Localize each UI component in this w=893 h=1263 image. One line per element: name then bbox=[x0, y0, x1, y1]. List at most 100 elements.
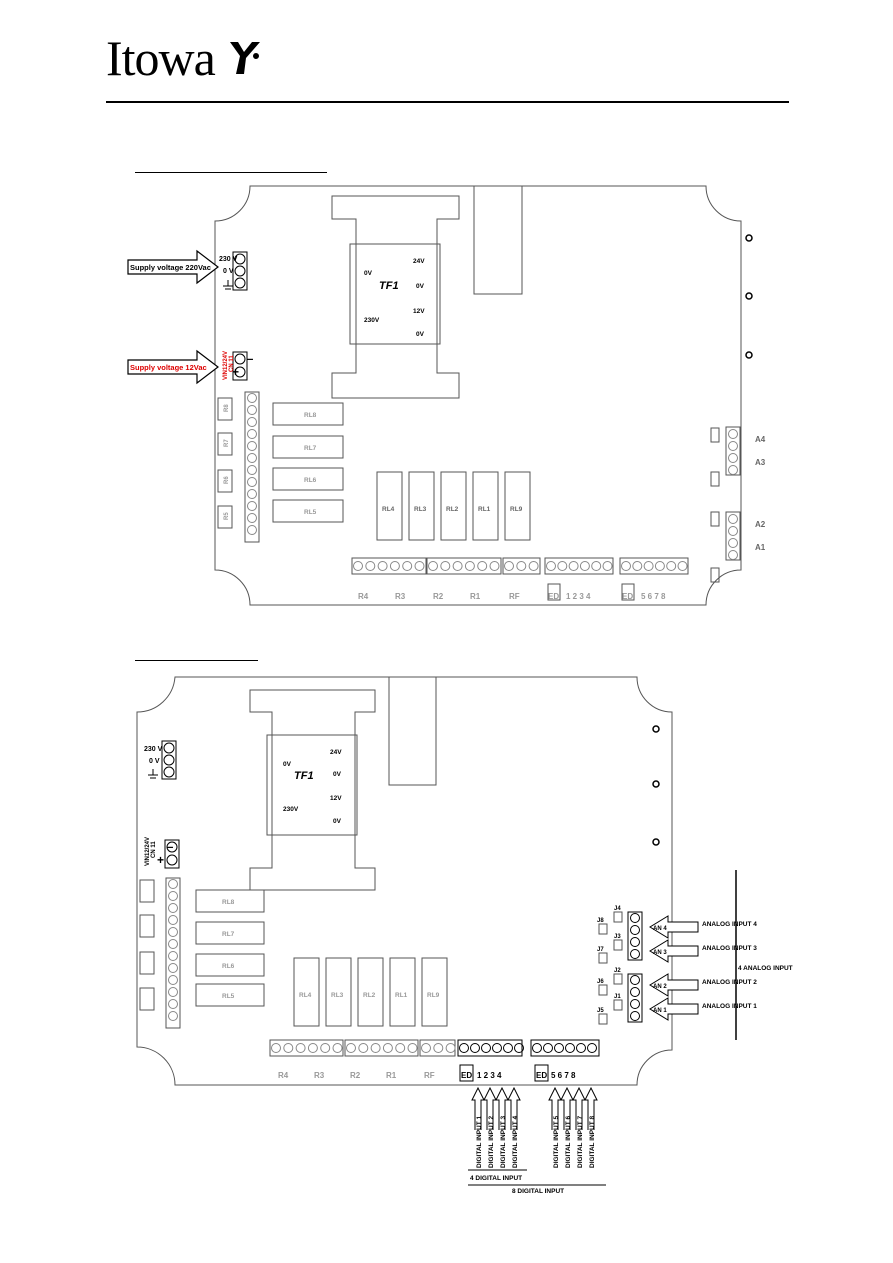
terminal-screw bbox=[576, 1043, 586, 1053]
terminal-screw bbox=[728, 514, 738, 524]
analog-short-label: A1 bbox=[755, 543, 766, 552]
tf-230v: 230V bbox=[283, 806, 299, 813]
terminal-screw bbox=[247, 513, 257, 523]
transformer-body-1 bbox=[349, 243, 441, 345]
terminal-screw bbox=[591, 561, 602, 571]
digital-input-label: DIGITAL INPUT 2 bbox=[488, 1115, 495, 1168]
output-group-label: RF bbox=[509, 592, 520, 601]
vin-sub-label: CN 11 bbox=[151, 841, 157, 858]
terminal-screw bbox=[557, 561, 568, 571]
vin-label: VIN12/24V bbox=[145, 837, 151, 866]
analog-arrow-1 bbox=[649, 997, 699, 1021]
terminal-screw bbox=[516, 561, 527, 571]
digital-input-arrow bbox=[572, 1086, 586, 1130]
terminal-screw bbox=[271, 1043, 281, 1053]
terminal-screw bbox=[630, 913, 640, 923]
terminal-screw bbox=[459, 1043, 469, 1053]
jumper-label: J5 bbox=[597, 1008, 604, 1014]
digital-group8-label: 8 DIGITAL INPUT bbox=[512, 1188, 564, 1195]
relay-label: RL2 bbox=[446, 506, 459, 513]
jumper-label: J7 bbox=[597, 947, 604, 953]
transformer-label-1: TF1 bbox=[379, 280, 399, 292]
terminal-screw bbox=[546, 561, 556, 571]
relay-label: RL2 bbox=[363, 992, 376, 999]
terminal-screw bbox=[677, 561, 688, 571]
digital-input-arrow bbox=[584, 1086, 598, 1130]
terminal-screw bbox=[477, 561, 488, 571]
terminal-screw bbox=[504, 561, 514, 571]
digital-input-arrow bbox=[483, 1086, 497, 1130]
terminal-0v-label: 0 V bbox=[149, 758, 160, 765]
terminal-230-label: 230 V bbox=[144, 746, 163, 753]
section-title-underline-1 bbox=[135, 172, 327, 173]
digital-input-arrow bbox=[471, 1086, 485, 1130]
terminal-screw bbox=[377, 561, 388, 571]
relay-label: RL8 bbox=[222, 899, 235, 906]
terminal-screw bbox=[433, 1043, 444, 1053]
terminal-screw bbox=[514, 1043, 524, 1053]
board-2-outline bbox=[136, 676, 673, 1086]
terminal-screw bbox=[402, 561, 413, 571]
terminal-230-label: 230 V bbox=[219, 256, 238, 263]
output-group-label: R4 bbox=[278, 1071, 289, 1080]
terminal-screw bbox=[332, 1043, 343, 1053]
relay-side-label: R8 bbox=[224, 404, 230, 412]
terminal-screw bbox=[168, 975, 178, 985]
jumper-label: J6 bbox=[597, 979, 604, 985]
digital-input-label: DIGITAL INPUT 5 bbox=[553, 1115, 560, 1168]
terminal-screw bbox=[728, 550, 738, 560]
relay-side-label: R7 bbox=[224, 439, 230, 447]
an-label: AN 3 bbox=[653, 950, 667, 956]
relay-label: RL1 bbox=[478, 506, 491, 513]
terminal-screw bbox=[346, 1043, 356, 1053]
terminal-screw bbox=[389, 561, 400, 571]
digits-label: 5 6 7 8 bbox=[641, 592, 666, 601]
terminal-screw bbox=[395, 1043, 406, 1053]
supply-12-label: Supply voltage 12Vac bbox=[130, 363, 207, 372]
relay-label: RL5 bbox=[304, 509, 317, 516]
tf-0v-right: 0V bbox=[333, 771, 342, 778]
terminal-screw bbox=[481, 1043, 491, 1053]
svg-text:+: + bbox=[232, 365, 239, 379]
relay-label: RL4 bbox=[382, 506, 395, 513]
terminal-screw bbox=[528, 561, 539, 571]
terminal-screw bbox=[630, 925, 640, 935]
svg-text:−: − bbox=[247, 354, 253, 366]
supply-220-label: Supply voltage 220Vac bbox=[130, 263, 211, 272]
terminal-screw bbox=[666, 561, 677, 571]
terminal-screw bbox=[353, 561, 363, 571]
board-1-outline bbox=[214, 185, 742, 606]
relay-label: RL4 bbox=[299, 992, 312, 999]
mount-hole bbox=[652, 725, 660, 733]
terminal-screw bbox=[247, 501, 257, 511]
digital-group4-label: 4 DIGITAL INPUT bbox=[470, 1175, 522, 1182]
terminal-0v-label: 0 V bbox=[223, 268, 234, 275]
terminal-screw bbox=[543, 1043, 553, 1053]
digital-input-label: DIGITAL INPUT 8 bbox=[589, 1115, 596, 1168]
tf-230v: 230V bbox=[364, 317, 380, 324]
mount-hole bbox=[745, 351, 753, 359]
terminal-screw bbox=[532, 1043, 542, 1053]
output-group-label: R4 bbox=[358, 592, 369, 601]
transformer-body-2 bbox=[266, 734, 358, 836]
relay-label: RL7 bbox=[304, 445, 317, 452]
terminal-screw bbox=[728, 429, 738, 439]
analog-arrow-2 bbox=[649, 973, 699, 997]
digital-input-arrow bbox=[560, 1086, 574, 1130]
terminal-screw bbox=[489, 561, 500, 571]
an-label: AN 4 bbox=[653, 926, 667, 932]
vin-sub-label: CN 11 bbox=[229, 355, 235, 372]
company-logo-text: Itowa bbox=[106, 30, 216, 86]
relay-label: RL9 bbox=[427, 992, 440, 999]
tf-12v: 12V bbox=[413, 308, 425, 315]
analog-input-label: ANALOG INPUT 2 bbox=[702, 979, 757, 986]
svg-text:+: + bbox=[157, 853, 164, 867]
digits-label: 1 2 3 4 bbox=[477, 1071, 502, 1080]
output-group-label: R2 bbox=[350, 1071, 361, 1080]
mount-hole bbox=[745, 234, 753, 242]
ed-label: ED bbox=[622, 592, 633, 601]
relay-label: RL5 bbox=[222, 993, 235, 1000]
terminal-screw bbox=[247, 405, 257, 415]
terminal-screw bbox=[247, 441, 257, 451]
output-group-label: RF bbox=[424, 1071, 435, 1080]
